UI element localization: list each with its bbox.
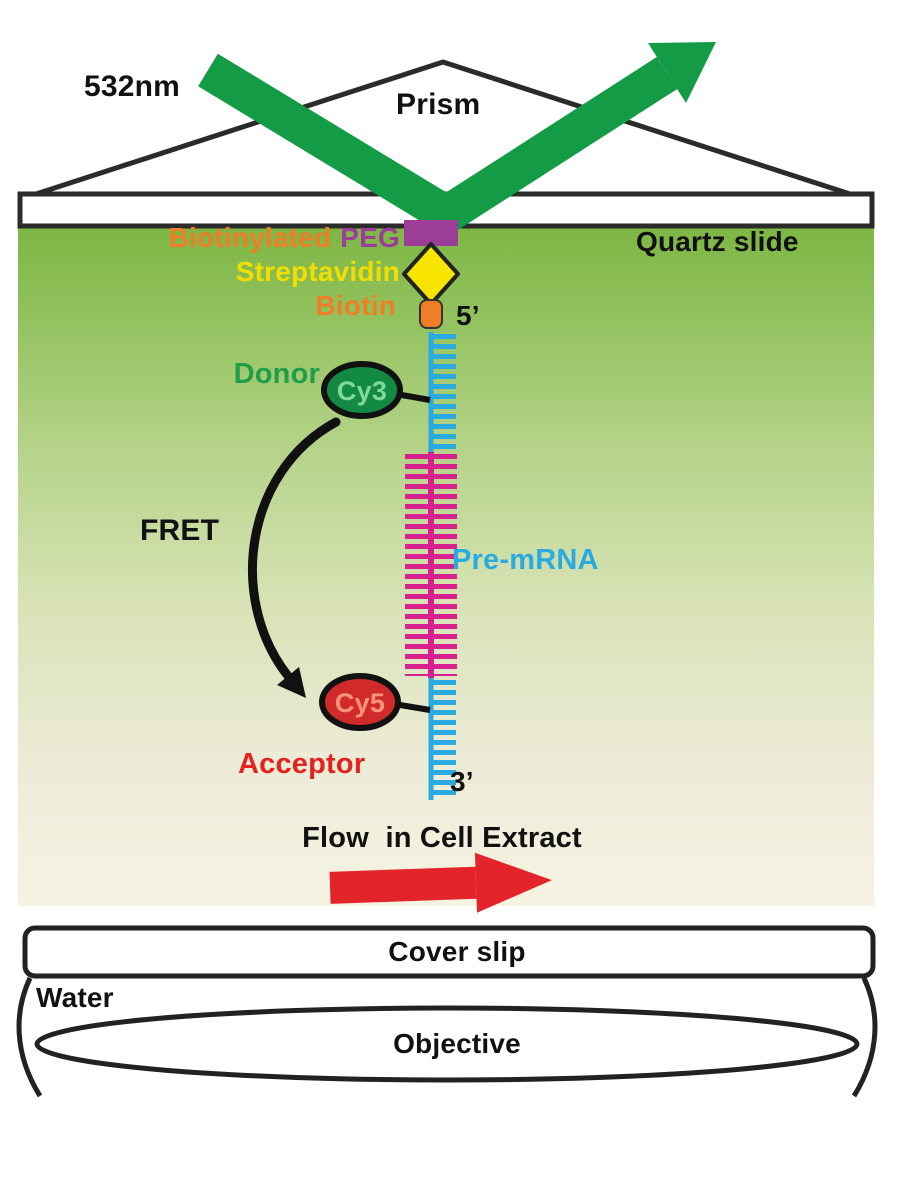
biotinylated-label: Biotinylated (168, 222, 332, 253)
biotin-shape (419, 299, 443, 329)
peg-label: PEG (340, 222, 400, 253)
biotin-label: Biotin (315, 290, 396, 321)
flow-arrow (329, 852, 552, 913)
laser-beam-arrowhead (648, 42, 716, 103)
fret-arrowhead (277, 667, 306, 698)
streptavidin-shape (402, 242, 460, 306)
three-prime-label: 3’ (450, 766, 474, 797)
donor-label: Donor (233, 358, 320, 390)
objective-label: Objective (393, 1028, 521, 1059)
laser-beam-in (198, 53, 462, 235)
streptavidin-label: Streptavidin (235, 256, 400, 287)
flow-arrow-body (329, 866, 477, 904)
flow-label: Flow in Cell Extract (302, 822, 582, 854)
fret-arrow (248, 417, 341, 681)
quartz-slide-label: Quartz slide (636, 226, 799, 257)
water-meniscus-left (16, 976, 43, 1098)
five-prime-label: 5’ (456, 300, 480, 331)
pre-mrna-label: Pre-mRNA (452, 544, 599, 576)
cover-slip-label: Cover slip (388, 936, 526, 967)
cy3-label: Cy3 (336, 376, 388, 406)
biotinylated-peg-label: Biotinylated PEG (169, 222, 400, 254)
cy5-label: Cy5 (334, 688, 386, 718)
water-label: Water (36, 982, 114, 1013)
acceptor-label: Acceptor (238, 748, 366, 780)
laser-beam-out (421, 57, 678, 240)
cy3-dye (321, 361, 403, 419)
cover-slip-shape (22, 925, 876, 979)
fret-label: FRET (140, 514, 220, 547)
peg-anchor-shape (404, 220, 458, 246)
wavelength-label: 532nm (84, 70, 181, 103)
objective-lens-shape (34, 1005, 860, 1083)
water-meniscus-right (851, 976, 878, 1098)
prism-label: Prism (396, 88, 481, 121)
cy5-dye (319, 673, 401, 731)
flow-arrowhead (474, 852, 552, 913)
